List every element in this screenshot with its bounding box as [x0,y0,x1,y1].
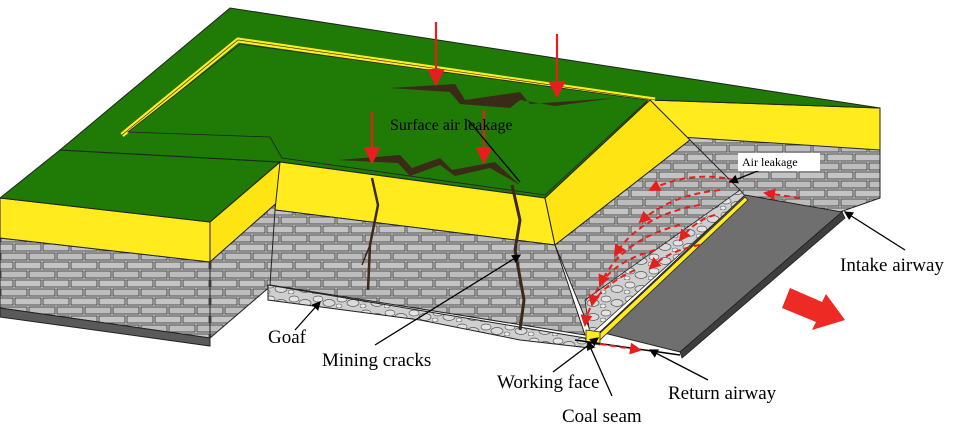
air-leakage-label-box [738,153,820,171]
label-return-airway: Return airway [668,383,777,404]
surface-leakage-arrows [363,22,566,165]
label-mining-cracks: Mining cracks [322,350,431,371]
label-air-leakage: Air leakage [742,155,798,169]
label-surface-air-leakage: Surface air leakage [390,117,513,134]
coal-seam [574,194,846,359]
airway-flow-arrows [599,188,801,355]
mining-cracks-lines [361,177,526,331]
left-rock-block [0,149,282,347]
goaf-rubble [267,284,591,349]
back-rock-block [58,7,881,336]
label-coal-seam: Coal seam [562,406,642,427]
leader-lines [294,119,906,397]
goaf-airflow-arrows [580,175,736,327]
label-working-face: Working face [497,372,599,393]
advance-direction-arrow [782,288,845,330]
surface-cracks [338,84,615,185]
label-intake-airway: Intake airway [840,255,944,276]
label-goaf: Goaf [268,327,307,348]
